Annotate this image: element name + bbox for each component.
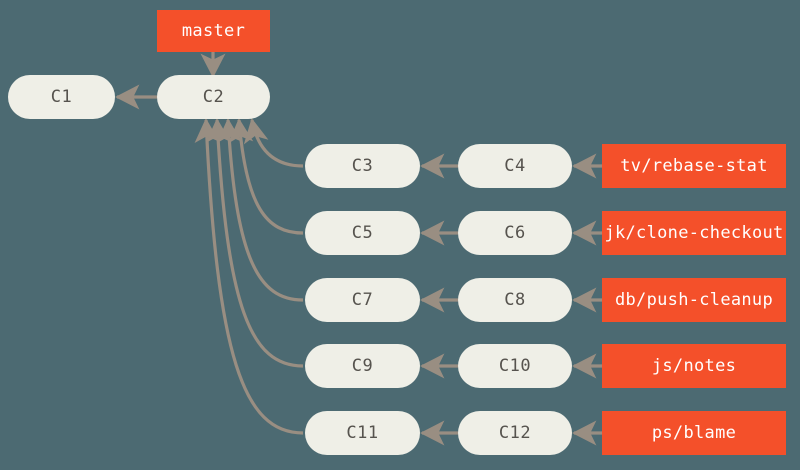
commit-node-c9[interactable]: C9 [305, 344, 420, 388]
commit-node-c12[interactable]: C12 [458, 411, 572, 455]
commit-node-c7[interactable]: C7 [305, 278, 420, 322]
edge-c3-to-c2 [243, 118, 304, 168]
branch-label-jk-clone-checkout[interactable]: jk/clone-checkout [602, 211, 786, 255]
branch-label-js-notes[interactable]: js/notes [602, 344, 786, 388]
branch-label-tv-rebase-stat[interactable]: tv/rebase-stat [602, 144, 786, 188]
commit-node-c6[interactable]: C6 [458, 211, 572, 255]
commit-node-c11[interactable]: C11 [305, 411, 420, 455]
branch-label-db-push-cleanup[interactable]: db/push-cleanup [602, 278, 786, 322]
edge-c11-to-c2 [194, 118, 304, 435]
commit-node-c3[interactable]: C3 [305, 144, 420, 188]
commit-node-c4[interactable]: C4 [458, 144, 572, 188]
commit-node-c2[interactable]: C2 [157, 75, 270, 119]
edge-c7-to-c2 [216, 118, 304, 302]
edge-c9-to-c2 [205, 118, 304, 368]
commit-node-c1[interactable]: C1 [8, 75, 115, 119]
commit-node-c10[interactable]: C10 [458, 344, 572, 388]
commit-node-c5[interactable]: C5 [305, 211, 420, 255]
branch-label-ps-blame[interactable]: ps/blame [602, 411, 786, 455]
branch-label-master[interactable]: master [157, 10, 270, 52]
commit-node-c8[interactable]: C8 [458, 278, 572, 322]
edge-c5-to-c2 [228, 118, 304, 235]
